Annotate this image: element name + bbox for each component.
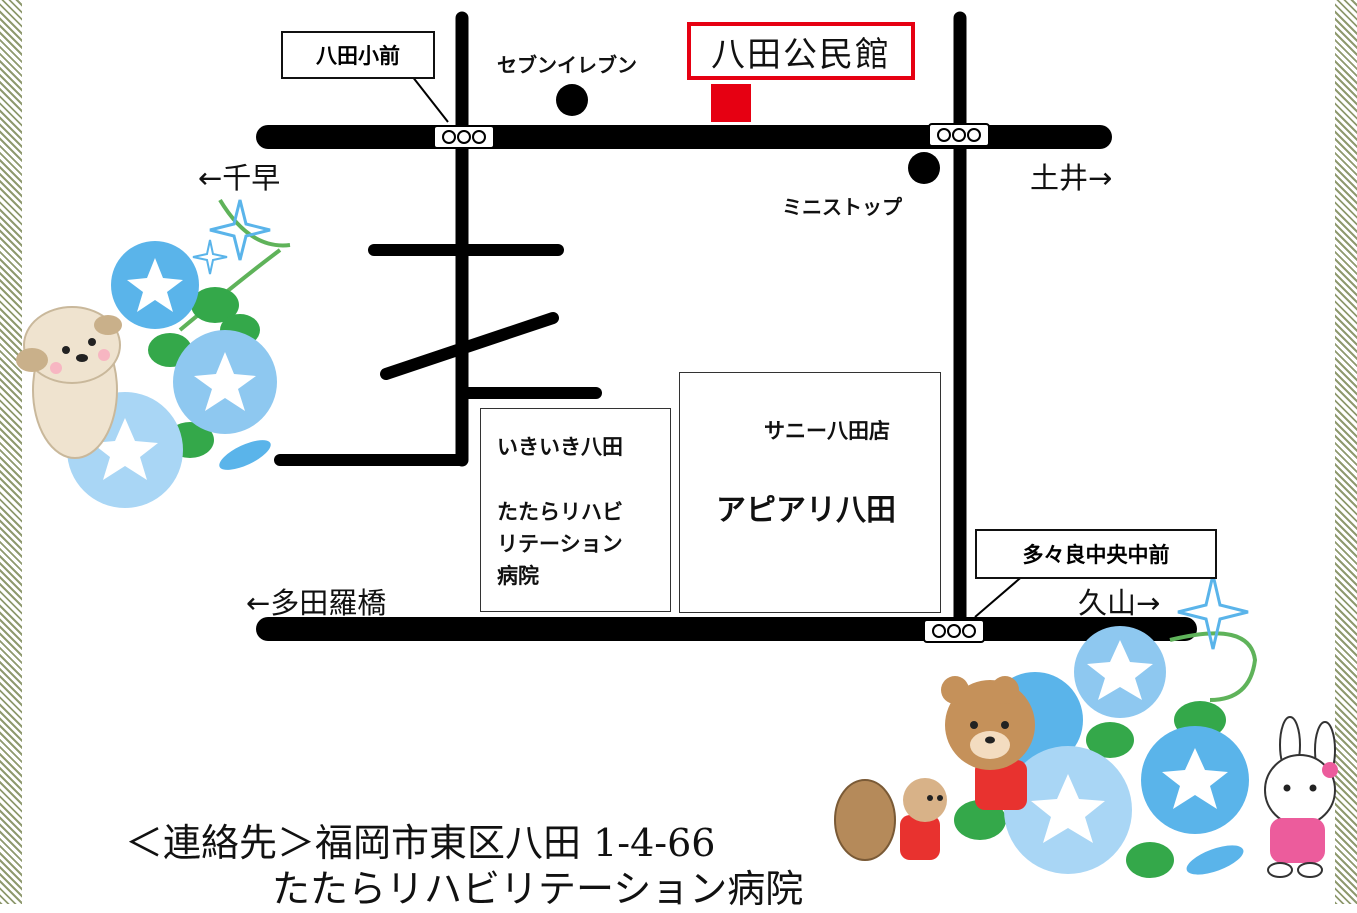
direction-chihaya: ←千早 (198, 161, 281, 195)
decorative-border-right (1335, 0, 1357, 904)
contact-hospital: たたらリハビリテーション病院 (272, 867, 804, 911)
facility-name: 八田公民館 (711, 34, 891, 75)
bus-stop-tatara-chuo: 多々良中央中前 (975, 529, 1217, 579)
direction-hisayama: 久山→ (1078, 586, 1161, 620)
dog-character-icon (16, 306, 122, 459)
contact-address: ＜連絡先＞福岡市東区八田 1-4-66 (125, 821, 716, 865)
decorative-border-left (0, 0, 22, 904)
ministop-label: ミニストップ (782, 195, 902, 219)
bus-stop-label: 多々良中央中前 (1022, 543, 1170, 567)
side-street-2 (380, 312, 559, 380)
leader-line-tatara (974, 573, 1026, 618)
traffic-signal-3 (923, 619, 985, 643)
direction-tatarabashi: ←多田羅橋 (246, 586, 387, 620)
rabbit-character-icon (1264, 716, 1338, 878)
building-ikiiki-tatara: いきいき八田 たたらリハビ リテーション 病院 (480, 408, 671, 612)
traffic-signal-2 (928, 123, 990, 147)
morning-glory-right-decoration (954, 574, 1258, 878)
bus-stop-hatta-sho: 八田小前 (281, 31, 435, 79)
seven-eleven-label: セブンイレブン (497, 53, 637, 77)
building-tatara-label-2: リテーション (497, 532, 623, 556)
leader-line-hatta-sho (411, 75, 449, 123)
building-apiari: サニー八田店 アピアリ八田 (679, 372, 941, 613)
sunny-store-label: サニー八田店 (764, 419, 890, 443)
bear-character-icon (941, 676, 1035, 810)
facility-name-box: 八田公民館 (687, 22, 915, 80)
apiari-label: アピアリ八田 (716, 493, 896, 528)
facility-marker (711, 84, 751, 122)
building-tatara-label-1: たたらリハビ (497, 500, 623, 524)
seven-eleven-marker (556, 84, 588, 116)
building-tatara-label-3: 病院 (497, 564, 539, 588)
squirrel-character-icon (834, 778, 947, 861)
ministop-marker (908, 152, 940, 184)
bus-stop-label: 八田小前 (316, 44, 400, 68)
direction-doi: 土井→ (1030, 161, 1113, 195)
traffic-signal-1 (433, 125, 495, 149)
building-ikiiki-label: いきいき八田 (497, 435, 623, 459)
